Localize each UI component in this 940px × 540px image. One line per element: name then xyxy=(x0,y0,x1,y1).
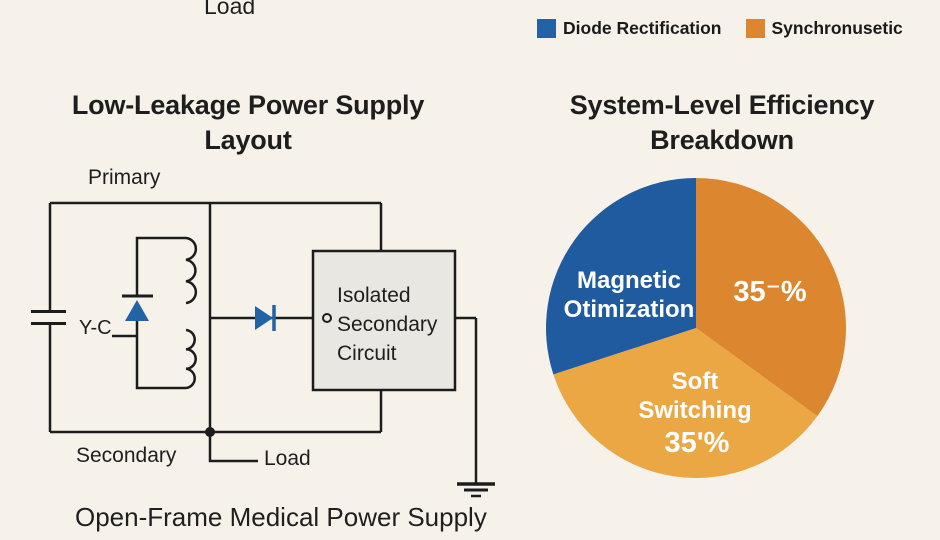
pie-slice-2 xyxy=(546,178,696,375)
pie-slice-percent-bottom: 35ʹ% xyxy=(664,427,730,459)
legend-label: Diode Rectification xyxy=(563,18,722,38)
legend-swatch-blue-icon xyxy=(537,19,556,38)
top-load-label: Load xyxy=(204,0,256,19)
legend-item-synchronusetic: Synchronusetic xyxy=(745,18,903,39)
wire-to-ground xyxy=(455,316,478,483)
pie-slice-label-magnetic: Magnetic Otimization xyxy=(563,267,695,323)
legend-label: Synchronusetic xyxy=(771,18,903,38)
isolated-box-label: Isolated Secondary Circuit xyxy=(337,284,438,365)
box-port-icon xyxy=(322,313,332,323)
y-capacitor-label: Y-C xyxy=(79,317,112,339)
inductor-coil-lower-icon xyxy=(185,328,197,390)
zener-diode-icon xyxy=(125,300,149,321)
chart-legend: Diode Rectification Synchronusetic xyxy=(537,18,903,39)
junction-dot xyxy=(205,427,215,437)
primary-label: Primary xyxy=(88,166,161,189)
legend-swatch-orange-icon xyxy=(745,19,765,38)
pie-slice-0 xyxy=(696,178,846,417)
secondary-label: Secondary xyxy=(76,444,177,467)
transformer-bottom xyxy=(135,321,186,390)
load-stub-wire xyxy=(208,432,258,463)
isolated-box xyxy=(311,249,457,392)
load-label: Load xyxy=(264,447,311,470)
inductor-coil-upper-icon xyxy=(185,236,198,305)
pie-slice-1 xyxy=(553,328,818,478)
legend-item-diode-rectification: Diode Rectification xyxy=(537,18,722,39)
circuit-diagram xyxy=(31,201,495,498)
left-panel-caption: Open-Frame Medical Power Supply xyxy=(75,502,487,532)
rectifier-diode-icon xyxy=(255,306,273,330)
pie-slice-percent-right: 35⁻% xyxy=(733,276,807,308)
left-panel-title: Low-Leakage Power Supply Layout xyxy=(71,90,425,155)
pie-slice-label-soft-switching: Soft Switching xyxy=(638,368,752,424)
capacitor-icon xyxy=(31,310,66,325)
transformer-top xyxy=(135,236,186,296)
pie-chart xyxy=(546,178,846,478)
right-panel-title: System-Level Efficiency Breakdown xyxy=(569,90,875,155)
